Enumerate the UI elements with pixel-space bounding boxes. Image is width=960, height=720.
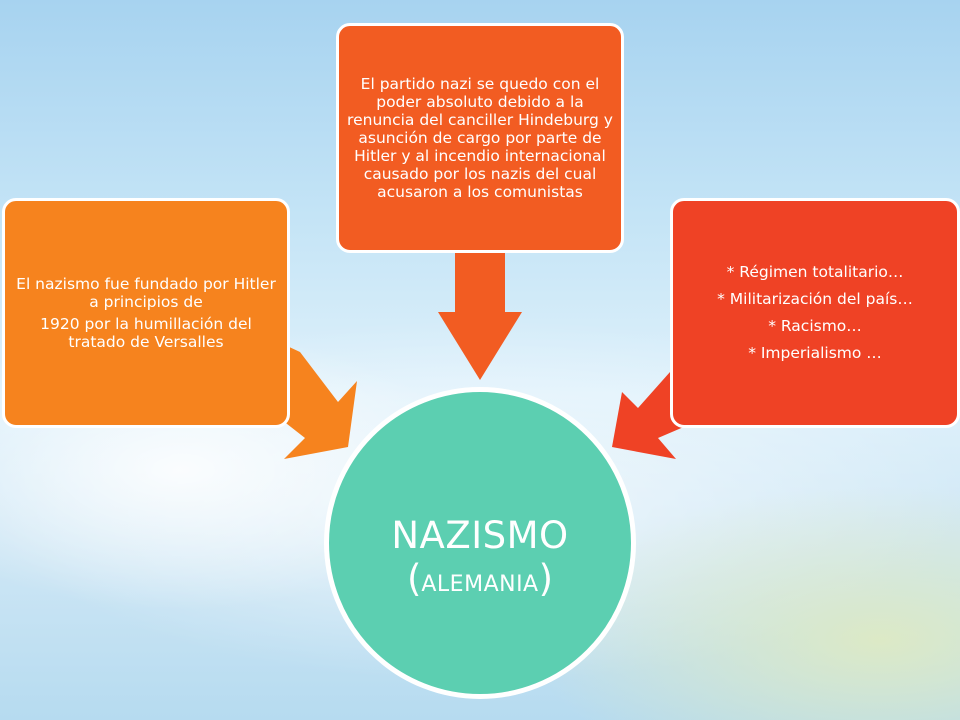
center-close-paren: ): [538, 557, 554, 600]
center-subtitle: (ALEMANIA): [407, 557, 553, 607]
right-box: * Régimen totalitario… * Militarización …: [670, 198, 960, 428]
center-open-paren: (: [406, 557, 422, 600]
left-box: El nazismo fue fundado por Hitler a prin…: [2, 198, 290, 428]
right-box-item-1: * Régimen totalitario…: [726, 263, 904, 281]
top-box-text: El partido nazi se quedo con el poder ab…: [347, 75, 613, 201]
right-box-item-4: * Imperialismo …: [748, 344, 882, 362]
center-subtitle-text: ALEMANIA: [421, 572, 539, 597]
top-arrow: [438, 253, 522, 380]
top-box: El partido nazi se quedo con el poder ab…: [336, 23, 624, 253]
left-box-line-2: 1920 por la humillación del tratado de V…: [40, 315, 252, 351]
left-box-line-1: El nazismo fue fundado por Hitler a prin…: [16, 275, 276, 311]
right-box-item-3: * Racismo…: [768, 317, 862, 335]
center-title: NAZISMO: [391, 514, 569, 557]
right-box-item-2: * Militarización del país…: [717, 290, 913, 308]
center-circle: NAZISMO (ALEMANIA): [324, 387, 636, 699]
